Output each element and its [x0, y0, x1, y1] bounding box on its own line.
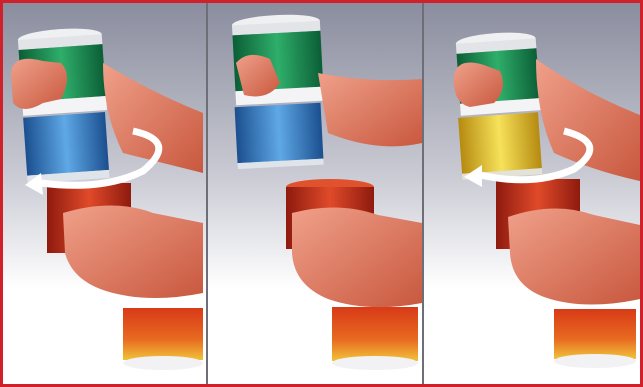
panel-step-2 [208, 3, 422, 384]
module-orange [332, 307, 418, 370]
module-yellow [458, 112, 542, 179]
module-blue [23, 112, 109, 184]
module-blue [235, 103, 324, 169]
module-orange [123, 308, 203, 370]
module-orange [554, 309, 636, 368]
panel-step-3 [424, 3, 640, 384]
panel-step-1 [3, 3, 206, 384]
